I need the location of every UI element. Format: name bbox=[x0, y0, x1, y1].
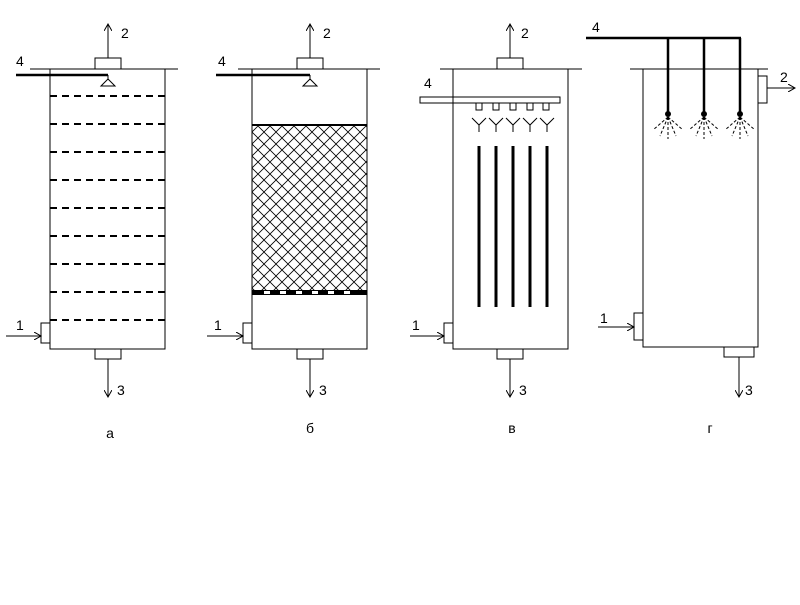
label-2: 2 bbox=[323, 25, 331, 41]
trays bbox=[50, 95, 165, 321]
label-1: 1 bbox=[412, 317, 420, 333]
inlet-nozzle bbox=[633, 312, 644, 341]
packing-bed bbox=[252, 125, 367, 290]
label-4: 4 bbox=[592, 19, 600, 35]
label-4: 4 bbox=[424, 75, 432, 91]
label-3: 3 bbox=[519, 382, 527, 398]
sprayer bbox=[301, 78, 319, 87]
bottom-nozzle bbox=[296, 348, 324, 360]
top-nozzle bbox=[296, 57, 324, 70]
spray-cones bbox=[652, 116, 756, 139]
sprayer bbox=[99, 78, 117, 87]
panel-a: 2 4 1 3 а bbox=[6, 24, 178, 441]
inlet-nozzle bbox=[40, 322, 51, 344]
caption-a: а bbox=[106, 425, 114, 441]
label-3: 3 bbox=[745, 382, 753, 398]
support-grid bbox=[252, 290, 367, 295]
bottom-nozzle bbox=[496, 348, 524, 360]
bottom-nozzle bbox=[94, 348, 122, 360]
inlet-nozzle bbox=[242, 322, 253, 344]
support-grid-holes bbox=[264, 291, 350, 294]
label-3: 3 bbox=[319, 382, 327, 398]
inlet-nozzle bbox=[443, 322, 454, 344]
label-2: 2 bbox=[521, 25, 529, 41]
side-outlet-nozzle bbox=[757, 75, 768, 104]
spray-nozzles bbox=[665, 111, 743, 117]
film-tubes bbox=[471, 117, 555, 307]
label-4: 4 bbox=[16, 53, 24, 69]
label-2: 2 bbox=[121, 25, 129, 41]
panel-d: 4 2 1 3 г bbox=[586, 19, 795, 436]
label-1: 1 bbox=[600, 310, 608, 326]
bottom-nozzle bbox=[723, 346, 755, 358]
distributor-nozzles bbox=[475, 102, 550, 111]
top-nozzle bbox=[496, 57, 524, 70]
panel-b: 2 4 1 3 б bbox=[207, 24, 380, 436]
top-nozzle bbox=[94, 57, 122, 70]
caption-d: г bbox=[707, 420, 712, 436]
label-4: 4 bbox=[218, 53, 226, 69]
caption-c: в bbox=[508, 420, 515, 436]
label-1: 1 bbox=[214, 317, 222, 333]
distributor-header bbox=[419, 96, 561, 104]
label-3: 3 bbox=[117, 382, 125, 398]
spray-pipes bbox=[666, 38, 742, 113]
label-2: 2 bbox=[780, 69, 788, 85]
panel-c: 2 4 1 3 в bbox=[410, 24, 582, 436]
caption-b: б bbox=[306, 420, 314, 436]
label-1: 1 bbox=[16, 317, 24, 333]
column-shell bbox=[452, 68, 569, 350]
